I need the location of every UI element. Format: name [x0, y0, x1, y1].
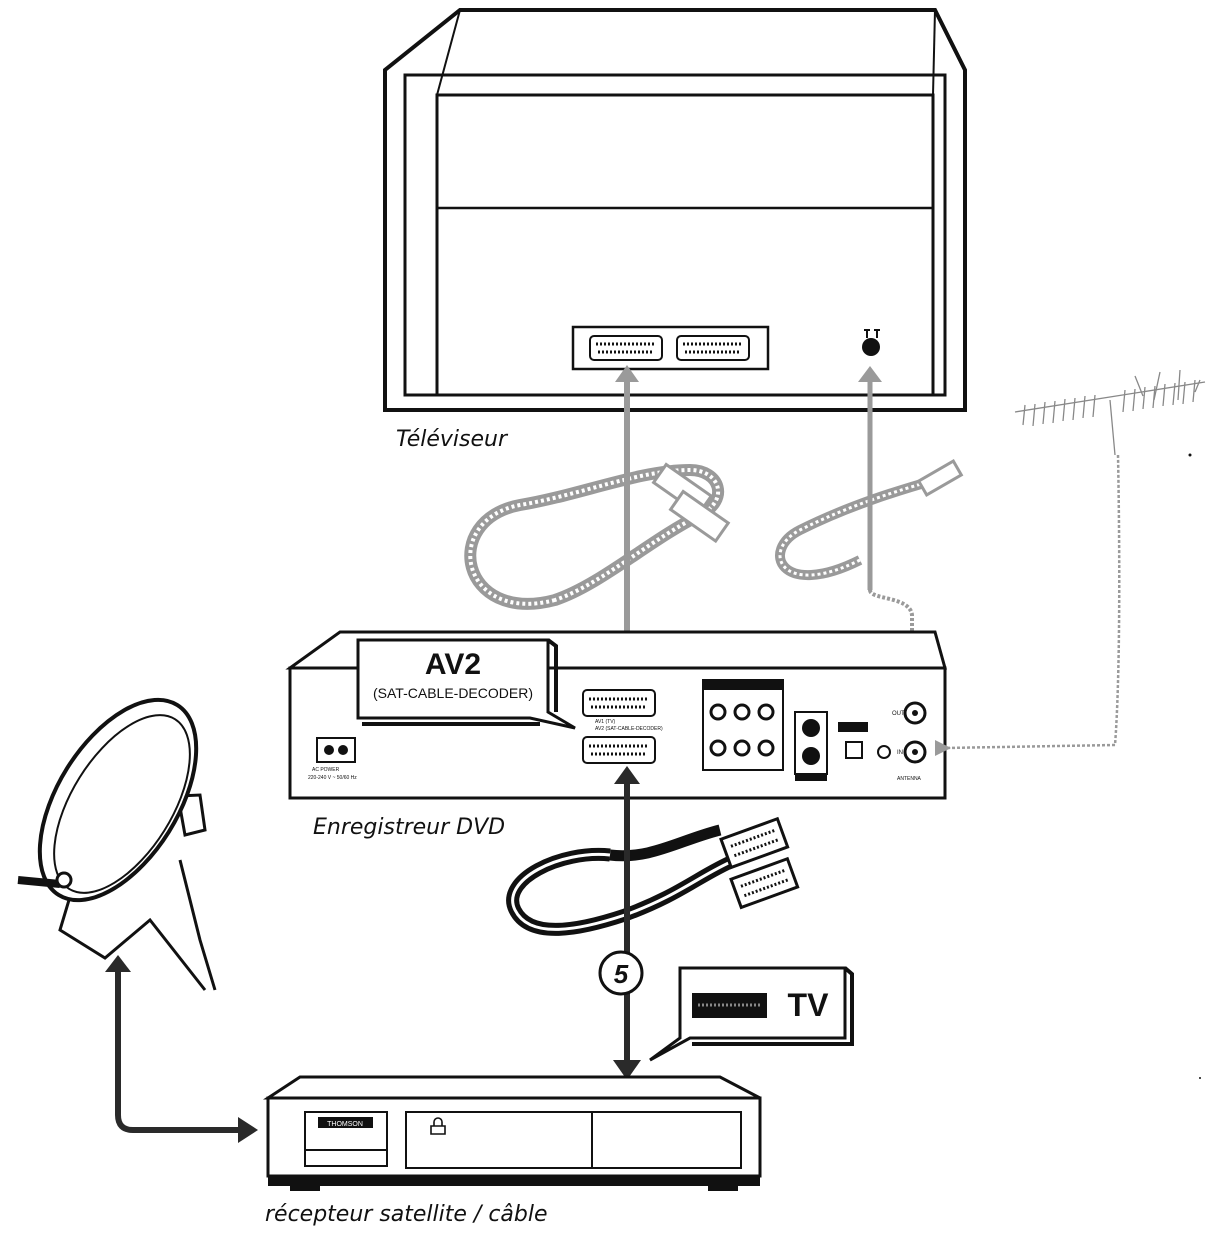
dust-speck	[1199, 1077, 1201, 1079]
coax-cable-tv-dvd	[775, 366, 964, 698]
scart-cable-dvd-receiver: 5	[506, 766, 800, 1080]
av2-callout: AV2 (SAT-CABLE-DECODER)	[356, 638, 576, 730]
av2-callout-title: AV2	[425, 648, 481, 681]
antenna-in-label: IN	[897, 750, 903, 756]
sat-receiver-label: récepteur satellite / câble	[265, 1202, 548, 1227]
television: Téléviseur	[383, 8, 967, 452]
brand-label: THOMSON	[327, 1121, 363, 1128]
tv-callout-text: TV	[788, 987, 830, 1023]
s-video-panel	[794, 711, 891, 781]
dust-speck	[1188, 453, 1192, 457]
dvd-scart-av1	[582, 689, 656, 717]
voltage-label: 220-240 V ~ 50/60 Hz	[308, 775, 357, 781]
tv-antenna-socket	[862, 329, 880, 356]
tv-scart-2	[676, 335, 750, 361]
antenna-label: ANTENNA	[897, 776, 922, 782]
av2-callout-subtitle: (SAT-CABLE-DECODER)	[373, 685, 533, 701]
ac-power-label: AC POWER	[312, 767, 340, 773]
dvd-antenna-sockets: OUT IN ANTENNA	[892, 701, 927, 782]
satellite-receiver: THOMSON récepteur satellite / câble	[262, 1075, 762, 1227]
av2-label: AV2 (SAT-CABLE-DECODER)	[595, 726, 663, 732]
antenna-out-label: OUT	[892, 711, 905, 717]
dvd-recorder-label: Enregistreur DVD	[313, 815, 505, 840]
step-number: 5	[614, 959, 629, 989]
satellite-dish-icon	[17, 697, 217, 991]
tv-scart-1	[589, 335, 663, 361]
dish-to-receiver-arrow	[105, 955, 258, 1143]
tv-callout: TV	[649, 966, 854, 1062]
tv-label: Téléviseur	[396, 427, 509, 452]
dvd-scart-av2	[582, 736, 656, 764]
av1-label: AV1 (TV)	[595, 719, 616, 725]
rooftop-antenna-icon	[944, 369, 1206, 750]
rca-jacks-panel	[702, 679, 784, 771]
lock-icon	[430, 1117, 446, 1135]
